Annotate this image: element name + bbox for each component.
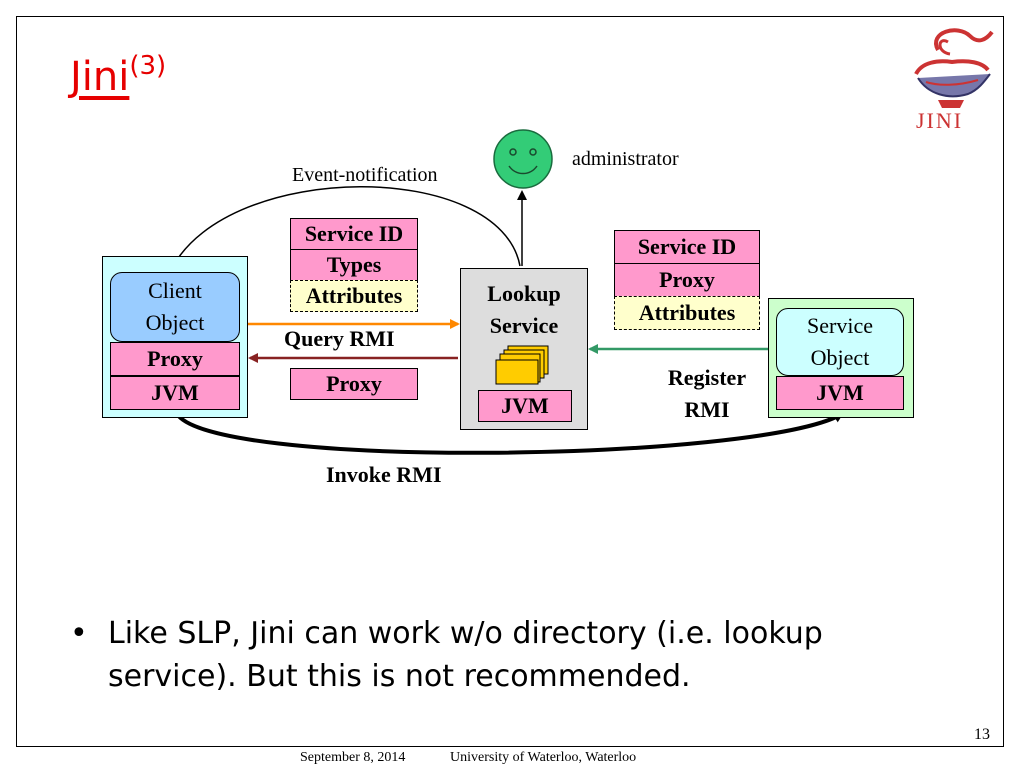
- administrator-face-icon: [493, 129, 553, 189]
- invoke-rmi-arrow: [174, 410, 844, 455]
- service-object-line2: Object: [810, 345, 870, 370]
- register-service-id: Service ID: [614, 230, 760, 264]
- client-object-line2: Object: [145, 310, 205, 335]
- register-attributes: Attributes: [614, 296, 760, 330]
- slide-frame: [16, 16, 1004, 747]
- footer-date: September 8, 2014: [300, 750, 406, 765]
- query-template: Service ID Types Attributes: [290, 218, 418, 314]
- query-attributes: Attributes: [290, 280, 418, 312]
- logo-text: JINI: [916, 108, 964, 133]
- register-rmi-label: Register RMI: [648, 362, 766, 426]
- invoke-rmi-label: Invoke RMI: [326, 462, 442, 487]
- page-number: 13: [974, 726, 990, 743]
- register-rmi-line2: RMI: [684, 397, 730, 422]
- genie-lamp-icon: [914, 28, 994, 108]
- service-jvm: JVM: [776, 376, 904, 410]
- query-types: Types: [290, 249, 418, 281]
- bullet-text: Like SLP, Jini can work w/o directory (i…: [108, 616, 823, 694]
- administrator-label: administrator: [572, 148, 679, 170]
- client-jvm: JVM: [110, 376, 240, 410]
- registration-record: Service ID Proxy Attributes: [614, 230, 760, 332]
- event-notification-arrow: [171, 186, 521, 270]
- lookup-service-title: Lookup Service: [460, 278, 588, 342]
- service-object: Service Object: [776, 308, 904, 376]
- query-rmi-label: Query RMI: [284, 326, 395, 351]
- service-object-line1: Service: [807, 313, 873, 338]
- returned-proxy: Proxy: [290, 368, 418, 400]
- client-object: Client Object: [110, 272, 240, 342]
- title-text: Jini: [70, 54, 130, 100]
- bullet-dot: •: [70, 616, 88, 651]
- lookup-line2: Service: [489, 313, 559, 338]
- client-proxy: Proxy: [110, 342, 240, 376]
- lookup-line1: Lookup: [487, 281, 561, 306]
- lookup-jvm: JVM: [478, 390, 572, 422]
- slide-title: Jini(3): [70, 51, 167, 100]
- registry-files-icon: [495, 345, 549, 385]
- jini-logo: JINI: [908, 22, 996, 134]
- register-proxy: Proxy: [614, 263, 760, 297]
- register-rmi-line1: Register: [667, 365, 747, 390]
- footer-org: University of Waterloo, Waterloo: [450, 750, 637, 765]
- client-object-line1: Client: [148, 278, 202, 303]
- event-notification-label: Event-notification: [292, 164, 438, 186]
- title-superscript: (3): [129, 51, 167, 81]
- query-service-id: Service ID: [290, 218, 418, 250]
